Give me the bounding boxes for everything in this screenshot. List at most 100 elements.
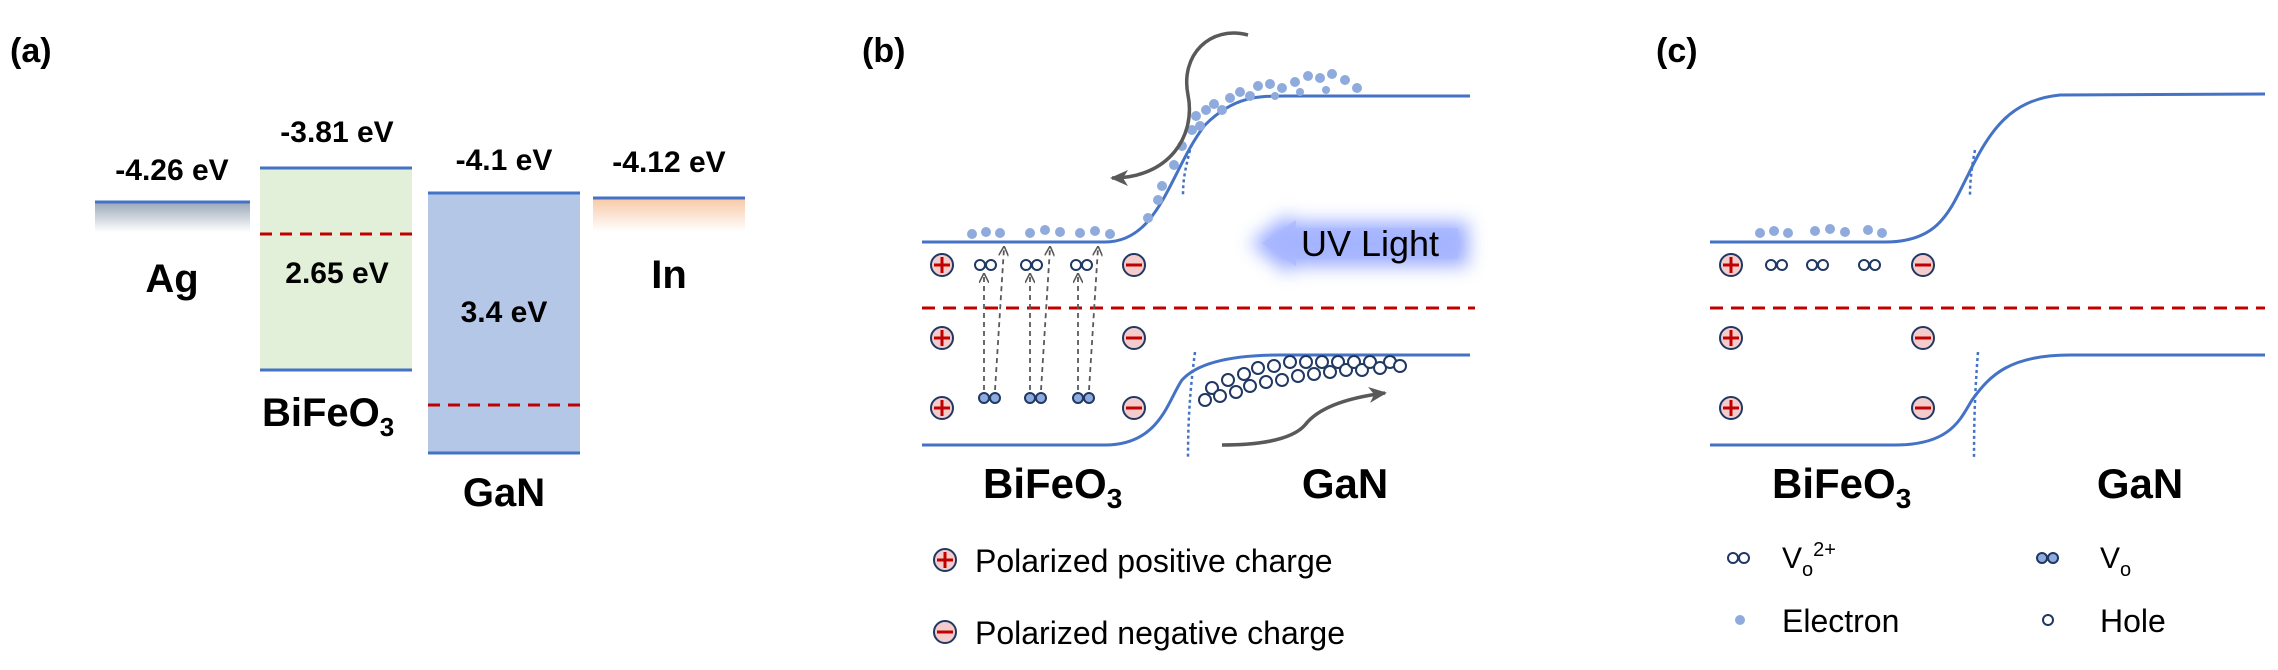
legend-vo2plus-icon	[1727, 552, 1750, 564]
hole	[1283, 355, 1297, 369]
electron	[1217, 105, 1227, 115]
c-electrons	[1755, 224, 1887, 238]
in-electrode: -4.12 eV In	[593, 146, 745, 297]
electron	[1277, 83, 1287, 93]
gan-gap-fill	[428, 193, 580, 453]
ag-gradient	[95, 202, 250, 232]
ag-energy-label: -4.26 eV	[115, 154, 228, 187]
b-electrons-cb	[967, 225, 1115, 239]
panel-a: (a) -4.26 eV Ag -3.81 eV 2.65 eV BiFeO3 …	[10, 32, 745, 515]
electron	[1105, 229, 1115, 239]
b-positive-charge	[930, 253, 954, 277]
legend-positive-charge-icon	[933, 548, 957, 572]
panel-c: (c)	[1656, 32, 2266, 639]
electron	[1253, 81, 1263, 91]
electron	[1352, 83, 1362, 93]
hole	[1213, 389, 1227, 403]
c-gan-label: GaN	[2097, 460, 2183, 507]
hole	[1363, 355, 1377, 369]
b-conduction-band	[922, 94, 1470, 244]
legend-negative-charge-icon	[933, 620, 957, 644]
b-depletion-edge-bottom	[1186, 351, 1197, 459]
hole	[1339, 363, 1353, 377]
hole	[1251, 361, 1265, 375]
c-conduction-band	[1710, 92, 2266, 244]
hole	[1315, 355, 1329, 369]
c-positive-charge	[1719, 396, 1743, 420]
hole	[1355, 363, 1369, 377]
electron	[1322, 86, 1330, 94]
electron	[1245, 91, 1255, 101]
electron	[1025, 228, 1035, 238]
electron	[1327, 69, 1337, 79]
c-positive-charge	[1719, 326, 1743, 350]
b-vo-pairs	[978, 392, 1095, 404]
hole	[1331, 355, 1345, 369]
c-bifeo3-label: BiFeO3	[1772, 460, 1911, 514]
b-vacancy-transitions	[974, 248, 1098, 404]
b-negative-charge	[1122, 326, 1146, 350]
b-charges	[930, 253, 1146, 420]
bifeo3-name-label: BiFeO3	[262, 391, 394, 442]
electron	[1296, 88, 1304, 96]
b-valence-band	[922, 353, 1470, 447]
b-depletion-edge-top	[1181, 149, 1192, 196]
electron	[1235, 87, 1245, 97]
bifeo3-gap-fill	[260, 168, 412, 370]
hole	[1291, 369, 1305, 383]
uv-light-arrow: UV Light	[1250, 213, 1468, 275]
electron	[1265, 79, 1275, 89]
bifeo3-energy-label: -3.81 eV	[280, 116, 393, 149]
legend-electron-label: Electron	[1782, 603, 1899, 639]
b-electron-flow-arrow	[1110, 31, 1249, 186]
gan-band: -4.1 eV 3.4 eV GaN	[428, 144, 580, 515]
legend-positive-charge-label: Polarized positive charge	[975, 543, 1333, 579]
b-bifeo3-label: BiFeO3	[983, 460, 1122, 514]
legend-hole-icon	[2042, 614, 2054, 626]
c-depletion-edge-bottom	[1972, 351, 1980, 459]
panel-c-label: (c)	[1656, 32, 1698, 70]
electron	[1303, 71, 1313, 81]
electron	[1209, 99, 1219, 109]
b-holes	[1198, 355, 1407, 407]
legend-vo-icon	[2036, 552, 2059, 564]
legend-electron-icon	[1735, 615, 1745, 625]
ag-name-label: Ag	[145, 257, 198, 301]
hole	[1243, 379, 1257, 393]
in-gradient	[593, 198, 745, 232]
electron	[1075, 228, 1085, 238]
hole	[1307, 367, 1321, 381]
c-valence-band	[1710, 353, 2265, 447]
hole	[1237, 367, 1251, 381]
electron	[1191, 111, 1201, 121]
panel-b: (b) UV Light	[862, 31, 1475, 651]
electron	[1143, 213, 1153, 223]
uv-arrow-body	[1262, 220, 1458, 266]
hole	[1229, 385, 1243, 399]
hole	[1198, 393, 1212, 407]
b-negative-charge	[1122, 253, 1146, 277]
hole	[1323, 365, 1337, 379]
panel-b-label: (b)	[862, 32, 905, 70]
b-legend: Polarized positive charge Polarized nega…	[933, 543, 1345, 651]
hole	[1347, 355, 1361, 369]
electron	[1090, 226, 1100, 236]
gan-energy-label: -4.1 eV	[456, 144, 553, 177]
hole	[1221, 373, 1235, 387]
in-energy-label: -4.12 eV	[612, 146, 725, 179]
hole	[1299, 355, 1313, 369]
electron	[1187, 125, 1197, 135]
electron	[967, 229, 977, 239]
b-positive-charge	[930, 396, 954, 420]
electron	[995, 228, 1005, 238]
hole	[1267, 359, 1281, 373]
c-legend: Vo2+ Vo Electron Hole	[1727, 539, 2166, 639]
electron	[1040, 225, 1050, 235]
legend-vo2plus-label: Vo2+	[1782, 539, 1836, 581]
electron	[1271, 92, 1279, 100]
electron	[1225, 93, 1235, 103]
gan-name-label: GaN	[463, 471, 545, 515]
ag-electrode: -4.26 eV Ag	[95, 154, 250, 301]
c-negative-charge	[1911, 396, 1935, 420]
bifeo3-band: -3.81 eV 2.65 eV BiFeO3	[260, 116, 412, 442]
